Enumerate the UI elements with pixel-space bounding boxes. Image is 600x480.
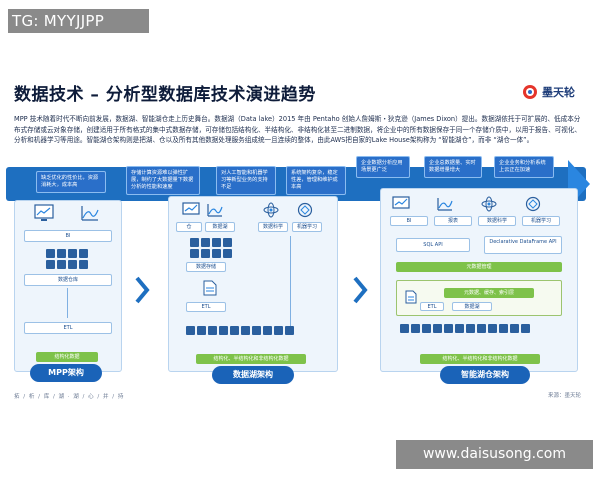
doc-icon <box>203 280 217 296</box>
lh-etl-box: ETL <box>420 302 444 311</box>
lh-mgmt-bar: 元数据管理 <box>396 262 562 272</box>
lh-doc-icon <box>405 290 417 304</box>
lh-atom-icon <box>481 196 497 212</box>
callout-complexity: 系统架构复杂，稳定性差，管理和维护成本高 <box>286 166 346 195</box>
mpp-sources-bar: 结构化数据 <box>36 352 98 362</box>
page-title: 数据技术 – 分析型数据库技术演进趋势 <box>14 85 316 105</box>
mpp-server-stack-icon <box>46 249 88 269</box>
lake-storage-stack-icon <box>186 326 294 335</box>
lake-server-stack-icon <box>190 238 232 258</box>
brand-name: 墨天轮 <box>542 86 575 99</box>
callout-cloud: 企业业务和分析系统上云正在加速 <box>494 156 554 178</box>
lh-sources-bar: 结构化、半结构化和非结构化数据 <box>420 354 540 364</box>
callout-scenarios: 企业数据分析应用场景更广泛 <box>356 156 410 178</box>
mpp-bi-box: BI <box>24 230 112 242</box>
lakehouse-label-pill: 智能湖仓架构 <box>440 366 530 384</box>
lh-data-lake-box: 数据湖 <box>452 302 492 311</box>
lh-storage-stack-icon <box>400 324 530 333</box>
dashboard-icon <box>34 204 54 221</box>
lake-sources-bar: 结构化、半结构化和非结构化数据 <box>196 354 306 364</box>
lh-ml-box: 机器学习 <box>522 216 560 226</box>
watermark-bottom: www.daisusong.com <box>396 440 593 469</box>
atom-icon <box>263 202 279 218</box>
callout-elasticity: 存储计算资源难以弹性扩展，制约了大数据量下数据分析的性能和速度 <box>126 166 200 195</box>
chevron-right-icon <box>135 276 150 304</box>
mpp-etl-box: ETL <box>24 322 112 334</box>
footer-tagline: 拓 / 析 / 库 / 湖 · 湖 / 心 / 并 / 持 <box>14 394 125 400</box>
lh-bi-box: BI <box>390 216 428 226</box>
lake-dashboard-icon <box>182 202 200 215</box>
mpp-warehouse-box: 数据仓库 <box>24 274 112 286</box>
brand-logo: 墨天轮 <box>522 84 575 100</box>
lake-data-science-box: 数据科学 <box>258 222 288 232</box>
mpp-panel <box>14 200 122 372</box>
lake-pool-box: 数据存储 <box>186 262 226 272</box>
lake-etl-box: ETL <box>186 302 226 312</box>
mpp-label-pill: MPP架构 <box>30 364 102 382</box>
mo-logo-icon <box>523 85 537 99</box>
mpp-connector <box>67 288 68 318</box>
lake-ml-box: 机器学习 <box>292 222 322 232</box>
lh-sql-api-box: SQL API <box>396 238 470 252</box>
lh-chart-icon <box>437 198 453 211</box>
footer-source: 来源：墨天轮 <box>548 393 582 399</box>
lake-warehouse-box: 仓 <box>176 222 202 232</box>
lh-brain-icon <box>525 196 541 212</box>
callout-cost: 缺乏优化的性价比，资源消耗大，成本高 <box>36 171 106 193</box>
description-paragraph: MPP 技术随着时代不断向前发展，数据湖、智能湖仓走上历史舞台。数据湖（Data… <box>14 115 582 144</box>
brain-icon <box>297 202 313 218</box>
callout-ai-support: 对人工智能和机器学习等新型业务的支持不足 <box>216 166 276 195</box>
lake-chart-icon <box>207 204 223 217</box>
lh-cache-bar: 元数据、缓存、索引层 <box>444 288 534 298</box>
watermark-top: TG: MYYJJPP <box>8 9 149 33</box>
lake-connector <box>290 236 291 326</box>
lh-report-box: 报表 <box>434 216 472 226</box>
lh-dashboard-icon <box>392 196 410 209</box>
lh-data-science-box: 数据科学 <box>478 216 516 226</box>
lake-label-pill: 数据湖架构 <box>212 366 294 384</box>
chevron-right-icon-2 <box>353 276 368 304</box>
lh-df-api-box: Declarative DataFrame API <box>484 236 562 254</box>
chart-icon <box>81 206 99 221</box>
lake-data-lake-box: 数据湖 <box>205 222 235 232</box>
callout-data-growth: 企业总数据量、实时数据增量增大 <box>424 156 482 178</box>
